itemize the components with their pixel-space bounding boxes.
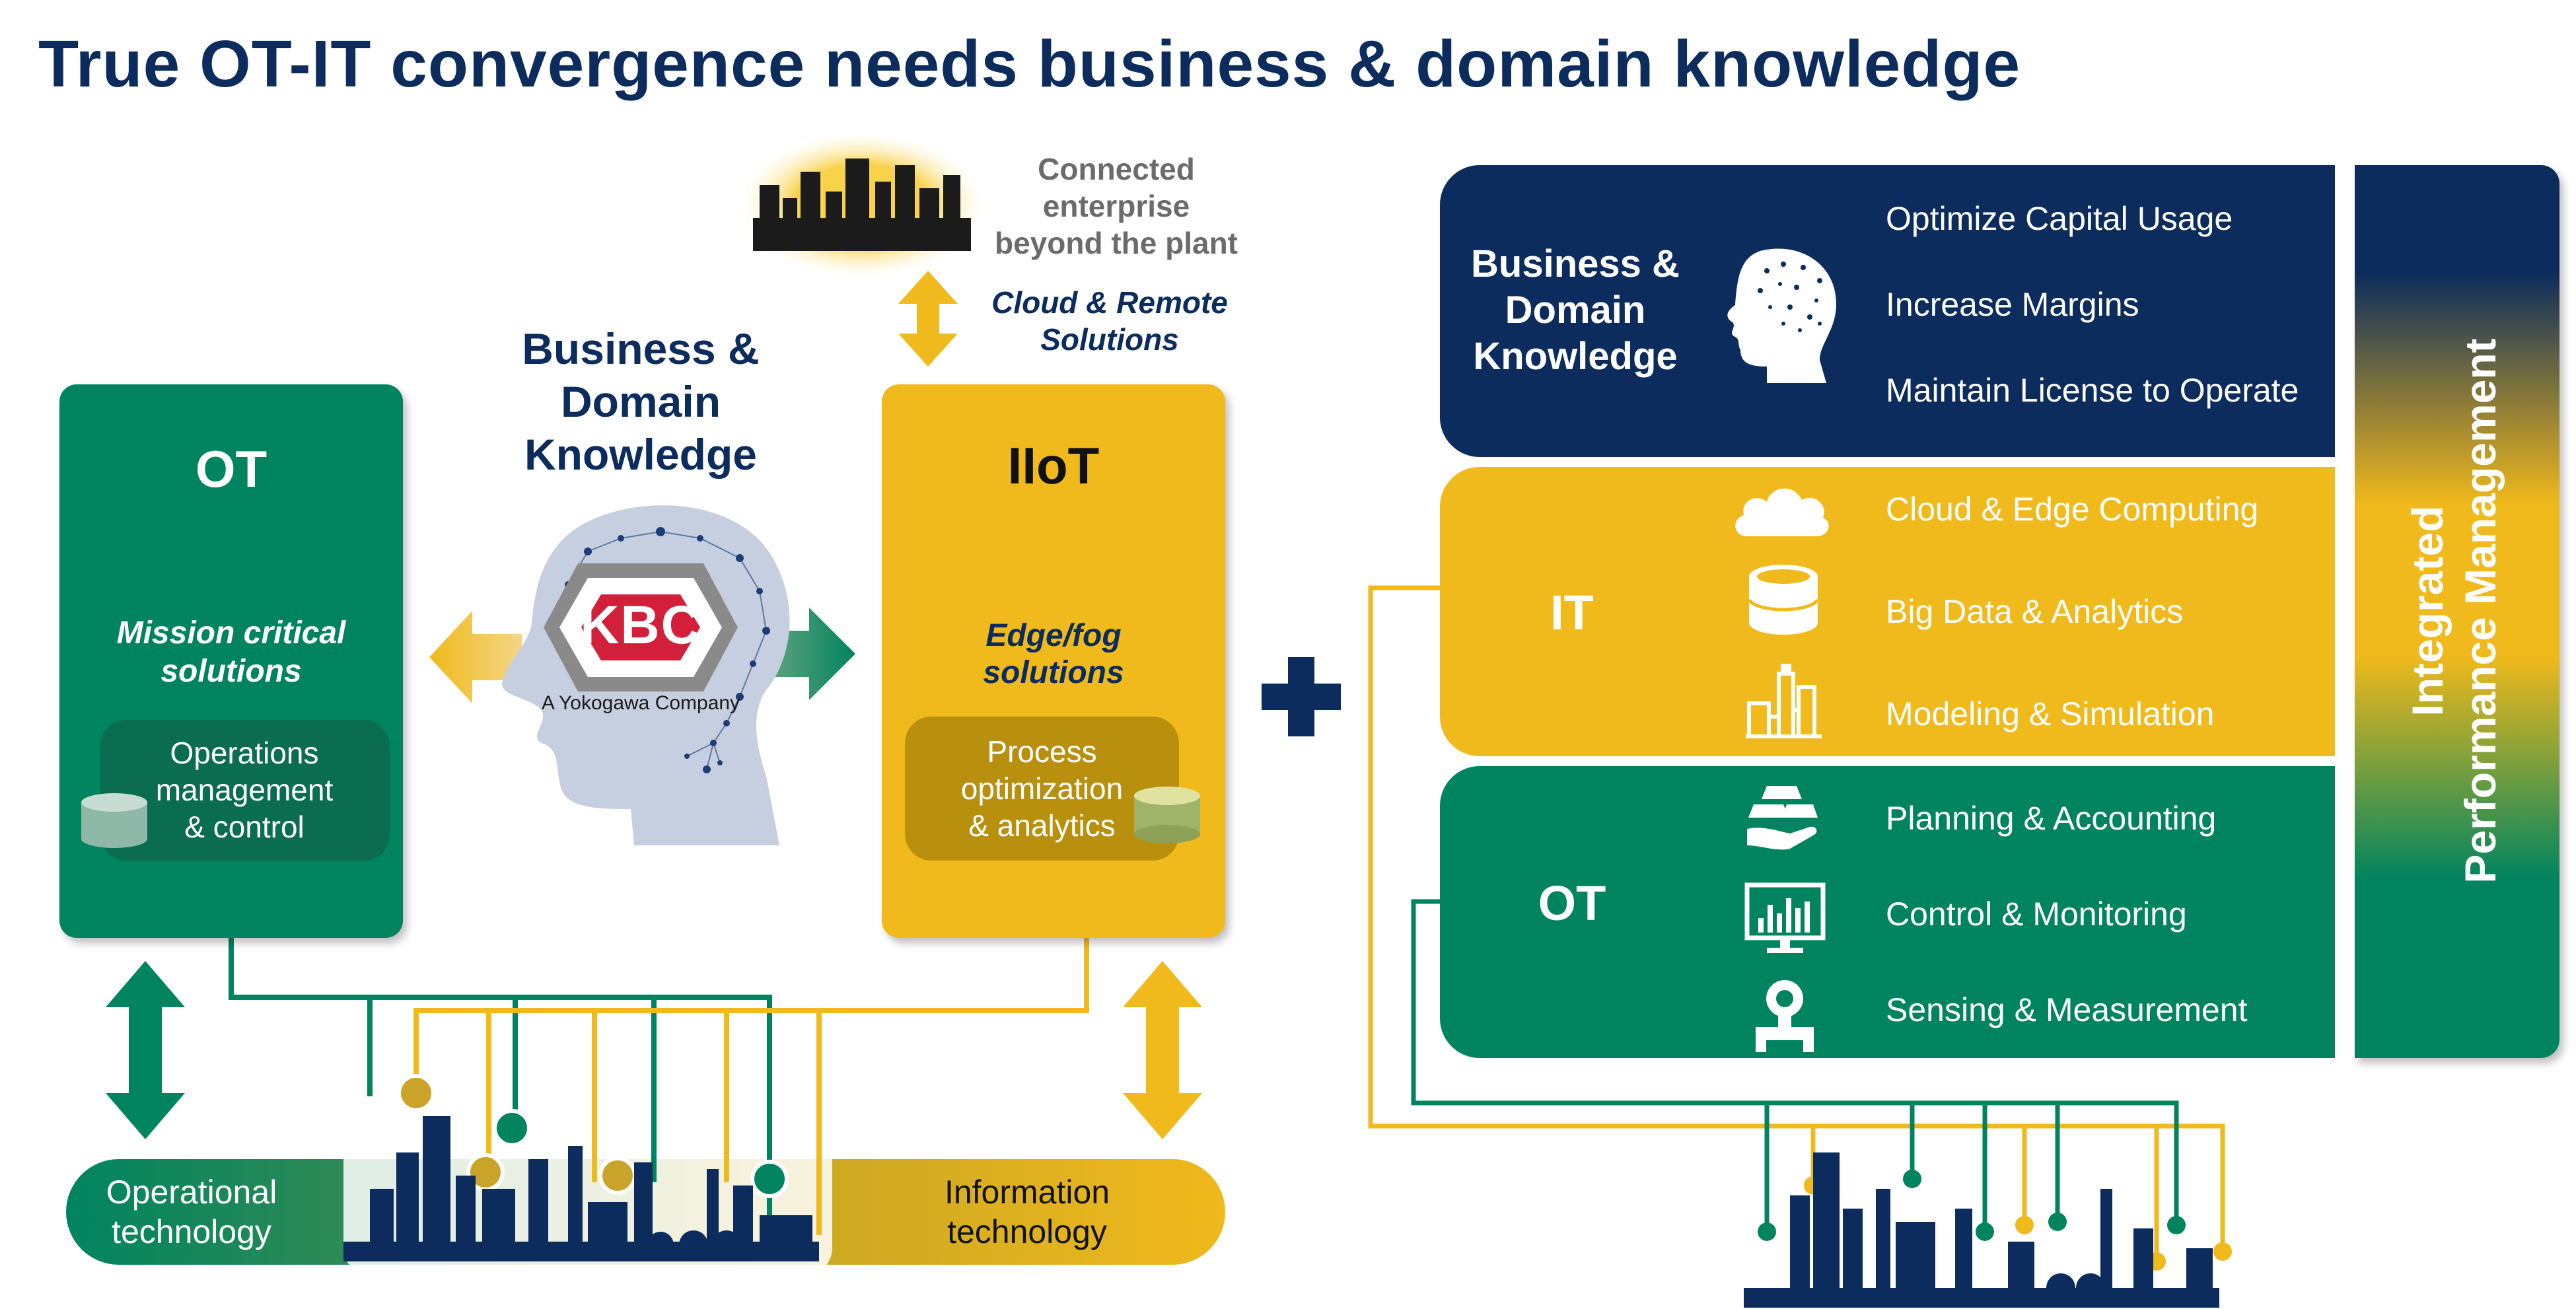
factory-icon	[1746, 664, 1822, 738]
brain-head-icon	[1727, 248, 1836, 383]
iiot-sub-line1: Edge/fog	[985, 618, 1122, 653]
ipm-label: Integrated Performance Management	[2401, 314, 2513, 908]
sensor-valve-icon	[1756, 980, 1814, 1052]
kbc-tagline: A Yokogawa Company	[541, 692, 740, 714]
cloud-line2: Solutions	[1040, 322, 1179, 357]
iiot-box-title: IIoT	[1007, 437, 1100, 495]
plus-sign	[1262, 657, 1341, 736]
bdk-item-increase-margins: Increase Margins	[1886, 286, 2139, 323]
bdk-line3: Knowledge	[524, 430, 757, 479]
right-it-label: IT	[1550, 585, 1594, 640]
plant-silhouette-right	[1744, 1152, 2219, 1308]
ipm-line1: Integrated	[2403, 505, 2452, 717]
ot-inner-line1: Operations	[170, 736, 319, 770]
ot-band-line1: Operational	[106, 1174, 277, 1211]
iiot-inner-text: Process optimization & analytics	[918, 733, 1166, 844]
ot-vertical-arrow	[106, 961, 185, 1139]
it-vertical-arrow	[1123, 961, 1202, 1139]
database-icon	[1747, 565, 1820, 635]
ot-item-control: Control & Monitoring	[1886, 896, 2187, 933]
right-it-box	[1440, 467, 2335, 756]
ot-inner-text: Operations management & control	[132, 734, 357, 845]
enterprise-line2: enterprise	[1042, 189, 1190, 223]
ot-box-title: OT	[195, 440, 268, 498]
enterprise-line1: Connected	[1038, 152, 1195, 186]
iiot-inner-line1: Process	[987, 734, 1097, 769]
iiot-box-subtitle: Edge/fog solutions	[882, 618, 1225, 691]
plant-silhouette-left	[343, 1116, 819, 1261]
cloud-vertical-arrow	[898, 271, 958, 367]
iiot-inner-box	[905, 717, 1179, 861]
ot-sub-line1: Mission critical	[116, 616, 346, 651]
cloud-line1: Cloud & Remote	[991, 285, 1228, 320]
it-item-big-data: Big Data & Analytics	[1886, 593, 2184, 630]
iiot-inner-line2: optimization	[960, 771, 1124, 806]
ipm-line2: Performance Management	[2456, 338, 2505, 884]
it-item-modeling: Modeling & Simulation	[1886, 695, 2215, 732]
ot-item-sensing: Sensing & Measurement	[1886, 991, 2248, 1028]
ot-inner-line3: & control	[184, 810, 304, 844]
right-ot-label: OT	[1538, 876, 1606, 931]
monitor-chart-icon	[1744, 882, 1826, 953]
ot-inner-box	[100, 720, 390, 861]
cloud-remote-label: Cloud & Remote Solutions	[971, 284, 1248, 358]
kbc-logo-text: KBC	[580, 595, 701, 655]
ot-band-line2: technology	[112, 1213, 271, 1250]
right-bdk-heading: Business & Domain Knowledge	[1450, 241, 1701, 380]
it-band-line2: technology	[947, 1213, 1107, 1250]
ot-sub-line2: solutions	[161, 654, 302, 689]
right-ot-box	[1440, 766, 2335, 1058]
information-technology-label: Information technology	[925, 1172, 1129, 1252]
it-band-line1: Information	[944, 1174, 1110, 1211]
iiot-sub-line2: solutions	[983, 655, 1124, 690]
it-item-cloud-edge: Cloud & Edge Computing	[1886, 491, 2259, 528]
bdk-line1: Business &	[522, 324, 760, 373]
enterprise-label: Connected enterprise beyond the plant	[978, 151, 1255, 262]
ot-box-subtitle: Mission critical solutions	[59, 614, 403, 691]
kbc-logo	[544, 563, 738, 691]
right-bdk-line1: Business &	[1471, 242, 1680, 285]
iiot-inner-line3: & analytics	[968, 808, 1116, 843]
enterprise-skyline	[753, 159, 971, 251]
bdk-heading: Business & Domain Knowledge	[476, 322, 806, 481]
database-icon	[81, 793, 147, 848]
bdk-line2: Domain	[560, 377, 721, 426]
left-horizontal-arrow	[429, 611, 522, 703]
operational-technology-label: Operational technology	[86, 1172, 297, 1252]
right-bdk-line3: Knowledge	[1473, 335, 1678, 378]
gold-bars-hand-icon	[1747, 786, 1818, 850]
cloud-icon	[1735, 488, 1829, 536]
right-bdk-line2: Domain	[1505, 289, 1646, 332]
bdk-item-optimize-capital: Optimize Capital Usage	[1886, 200, 2233, 237]
enterprise-line3: beyond the plant	[995, 226, 1238, 260]
right-bdk-box	[1440, 165, 2335, 457]
bdk-item-license-to-operate: Maintain License to Operate	[1886, 372, 2299, 409]
ot-item-planning: Planning & Accounting	[1886, 800, 2217, 837]
ot-inner-line2: management	[155, 773, 334, 807]
database-icon	[1134, 787, 1200, 843]
page-title: True OT-IT convergence needs business & …	[38, 27, 2021, 101]
ipm-bar	[2355, 165, 2559, 1058]
